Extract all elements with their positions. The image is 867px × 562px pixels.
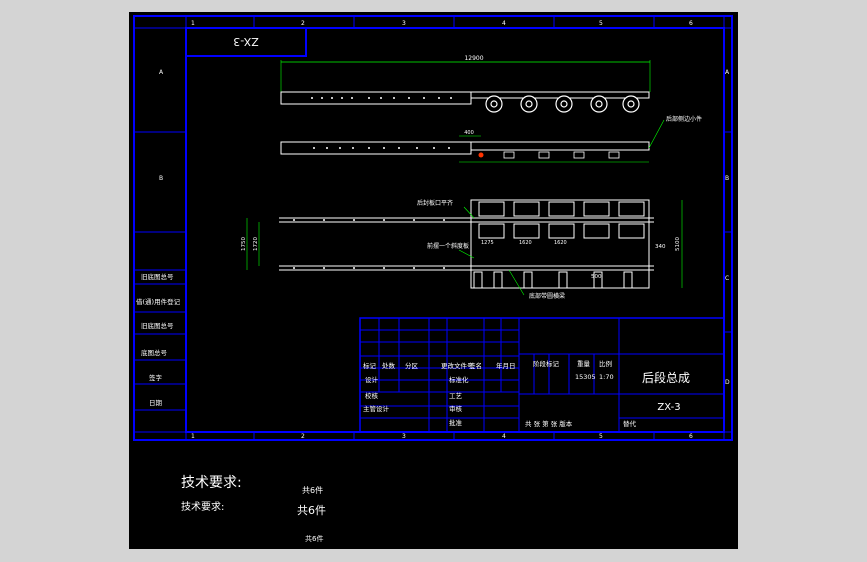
tb-replace: 替代 [623,419,637,428]
stamp-label-2: 借(通)用件登记 [136,297,181,306]
dim-spacing-b: 340 [655,244,666,250]
tb-zone: 分区 [405,361,419,370]
grid-right-A: A [725,69,730,76]
grid-bottom-6: 6 [689,433,693,440]
annotation-slope-plate: 前摆一个斜度板 [427,242,469,250]
tb-process: 工艺 [449,392,463,400]
grid-left-A: A [159,69,164,76]
dim-small-2: 1620 [519,240,532,246]
tb-stage-mark: 阶段标记 [533,359,560,368]
tb-date: 年月日 [496,361,516,370]
tb-scale-value: 1:70 [599,373,614,381]
outer-frame [133,15,733,441]
stamp-label-6: 日期 [149,399,163,407]
title-block [359,317,725,433]
dim-spacing-a: 400 [464,130,474,136]
dim-overall-length: 12900 [464,55,483,62]
tb-weight-label: 重量 [577,360,591,368]
side-view-top: 12900 [280,55,651,113]
tb-scale-label: 比例 [599,359,612,368]
grid-top-5: 5 [599,20,603,27]
annotation-rear-plate: 后封板口平齐 [417,199,453,207]
grid-bottom-1: 1 [191,433,195,440]
tb-weight-value: 15305 [575,373,596,381]
drawing-svg: 1 2 3 4 5 6 1 2 3 4 5 6 A B A B C D 旧底图总… [133,15,733,543]
tb-approve: 批准 [449,418,463,427]
rotated-code: ZX-3 [233,35,259,48]
dim-width-outer: 1750 [241,237,247,251]
grid-bottom-3: 3 [402,433,406,440]
side-view-bottom: 400 后部侧边小件 [280,115,702,163]
drawing-name: 后段总成 [642,370,690,385]
grid-top-1: 1 [191,20,195,27]
grid-top-4: 4 [502,20,506,27]
dim-small-1: 1275 [481,240,494,246]
stamp-label-3: 旧底图总号 [141,321,174,330]
grid-bottom-5: 5 [599,433,603,440]
grid-right-D: D [725,379,730,386]
grid-right-C: C [725,275,729,282]
stamp-label-1: 旧底图总号 [141,272,174,281]
grid-left-B: B [159,175,163,182]
tb-count: 处数 [382,361,396,370]
tb-sheet-info: 共 张 第 张 版本 [525,419,573,428]
code-box [185,27,307,57]
dim-width-inner: 1720 [253,237,259,251]
tb-main-design: 主管设计 [363,404,390,413]
tb-review: 审核 [449,404,463,413]
notes-heading-large: 技术要求: [181,475,242,491]
tb-mark: 标记 [363,361,377,370]
grid-top-6: 6 [689,20,693,27]
notes-heading-small: 技术要求: [181,500,224,513]
annotation-rear-small-parts: 后部侧边小件 [666,115,702,123]
tb-standard: 标准化 [449,375,469,384]
grid-right-B: B [725,175,729,182]
annotation-round-beam: 底部带圆横梁 [529,292,565,300]
grid-bottom-2: 2 [301,433,305,440]
stamp-label-5: 签字 [149,373,163,382]
dim-spacing-c: 500 [591,274,602,280]
grid-bottom-4: 4 [502,433,506,440]
tb-signature: 签名 [469,361,482,370]
stamp-label-4: 底图总号 [141,348,168,357]
grid-top-3: 3 [402,20,406,27]
grid-top-2: 2 [301,20,305,27]
notes-item-1: 共6件 [302,485,323,495]
tb-check: 校核 [365,391,379,400]
notes-item-3: 共6件 [305,534,323,543]
tb-change-doc: 更改文件号 [441,361,474,370]
dim-small-3: 1620 [554,240,567,246]
cad-drawing-canvas: 1 2 3 4 5 6 1 2 3 4 5 6 A B A B C D 旧底图总… [129,12,738,549]
drawing-number: ZX-3 [657,402,680,413]
notes-item-2: 共6件 [297,504,326,517]
tb-design: 设计 [365,375,379,384]
top-view: 1750 1720 5100 340 500 1275 1620 1620 后封… [241,199,683,300]
dim-width-right: 5100 [675,237,681,251]
